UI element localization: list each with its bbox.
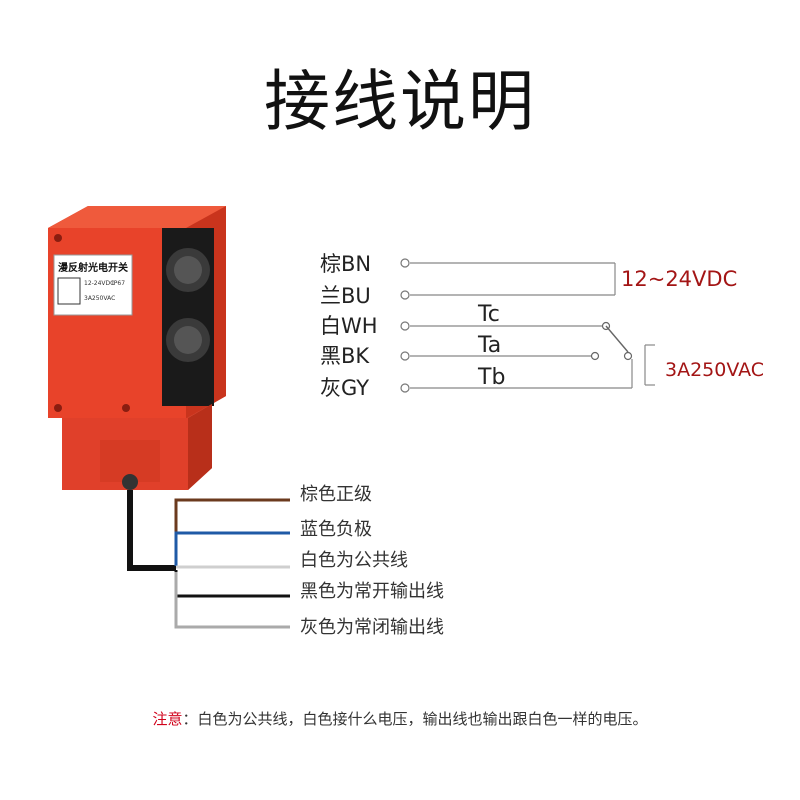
device-label — [53, 254, 133, 316]
label-schematic-icon — [57, 277, 81, 305]
schematic: 棕BN 兰BU 白WH 黑BK 灰GY 12~24VDC 3A250VAC Tc… — [320, 252, 764, 400]
note-text: ：白色为公共线，白色接什么电压，输出线也输出跟白色一样的电压。 — [182, 710, 648, 728]
screw — [122, 404, 130, 412]
terminal-label-tb: Tb — [477, 365, 505, 390]
terminal-label-ta: Ta — [477, 333, 501, 358]
terminal-wh — [400, 321, 410, 331]
cable-gland — [122, 474, 138, 490]
note-prefix: 注意 — [152, 710, 183, 728]
terminal-bk — [400, 351, 410, 361]
relay-no-contact — [590, 351, 600, 361]
cable-label-white: 白色为公共线 — [300, 550, 408, 571]
sensor-device: 漫反射光电开关 12-24VDC IP67 3A250VAC — [48, 206, 226, 490]
cable-label-blue: 蓝色负极 — [300, 519, 372, 540]
sensor-cable — [127, 490, 176, 571]
terminal-gy — [400, 383, 410, 393]
wire-code-gy: 灰GY — [320, 376, 369, 400]
cable-wires — [174, 498, 290, 629]
wire-code-bk: 黑BK — [320, 344, 370, 368]
screw — [54, 404, 62, 412]
device-label-voltage: 12-24VDC — [84, 280, 114, 287]
relay-nc-contact — [623, 351, 633, 361]
device-label-contact: 3A250VAC — [84, 295, 115, 302]
brown-wire — [174, 498, 290, 562]
terminal-bu — [400, 290, 410, 300]
gray-wire — [174, 572, 290, 629]
terminal-bn — [400, 258, 410, 268]
terminal-label-tc: Tc — [477, 302, 500, 327]
wire-code-bn: 棕BN — [320, 252, 371, 276]
blue-wire — [174, 531, 290, 566]
wire-code-wh: 白WH — [320, 314, 378, 338]
cable-label-gray: 灰色为常闭输出线 — [300, 617, 444, 638]
relay-switch-arm — [605, 325, 629, 353]
device-label-ip: IP67 — [112, 280, 125, 287]
device-label-name: 漫反射光电开关 — [58, 261, 128, 274]
footnote: 注意：白色为公共线，白色接什么电压，输出线也输出跟白色一样的电压。 — [0, 708, 800, 729]
cable-legend: 棕色正级 蓝色负极 白色为公共线 黑色为常开输出线 灰色为常闭输出线 — [300, 484, 444, 638]
page-title: 接线说明 — [264, 63, 536, 140]
relay-rating: 3A250VAC — [665, 359, 764, 381]
black-wire — [174, 570, 290, 598]
cable-label-brown: 棕色正级 — [300, 484, 372, 505]
cable-label-black: 黑色为常开输出线 — [300, 581, 444, 602]
wire-code-bu: 兰BU — [320, 284, 371, 308]
sensor-top-edge — [48, 206, 226, 228]
screw — [54, 234, 62, 242]
supply-voltage: 12~24VDC — [621, 267, 737, 291]
